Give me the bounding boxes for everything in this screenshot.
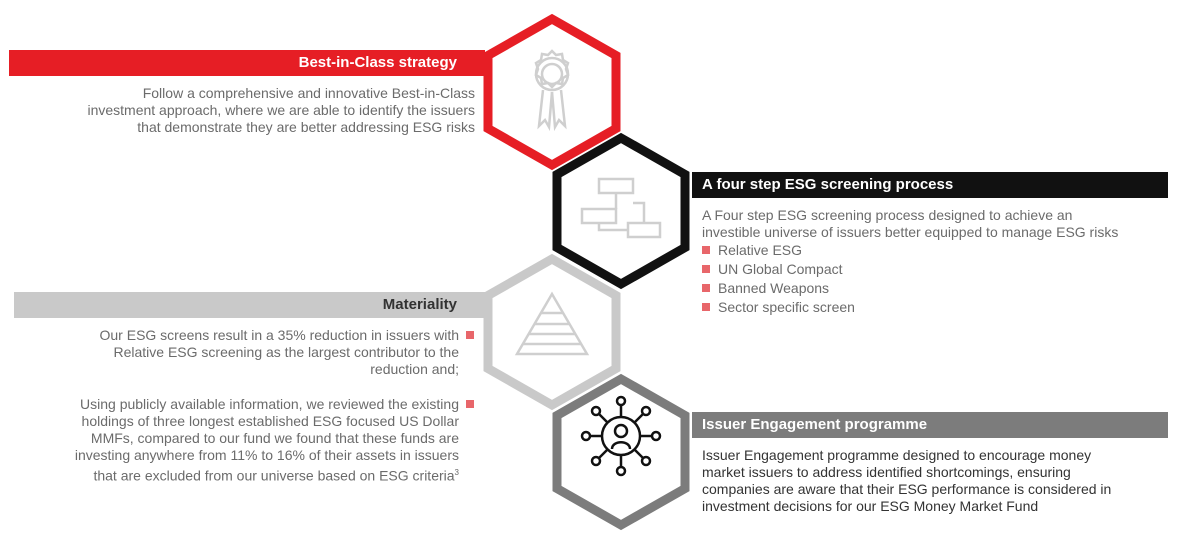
award-ribbon-icon bbox=[534, 49, 570, 132]
text-line: Relative ESG screening as the largest co… bbox=[113, 344, 459, 360]
screening-hexagon bbox=[552, 132, 690, 290]
list-item: Relative ESG bbox=[702, 241, 1172, 260]
materiality-title-bar: Materiality bbox=[14, 292, 485, 318]
text-line: that are excluded from our universe base… bbox=[93, 467, 459, 484]
engagement-hexagon bbox=[552, 373, 690, 531]
materiality-hexagon bbox=[483, 253, 621, 411]
network-person-icon bbox=[580, 395, 662, 477]
best-in-class-title-bar: Best-in-Class strategy bbox=[9, 50, 485, 76]
engagement-title: Issuer Engagement programme bbox=[702, 416, 928, 433]
list-item: Banned Weapons bbox=[702, 279, 1172, 298]
text-line: investing anywhere from 11% to 16% of th… bbox=[74, 447, 459, 463]
materiality-point-2: Using publicly available information, we… bbox=[0, 396, 459, 485]
materiality-bullet-1 bbox=[466, 331, 474, 339]
screening-title-bar: A four step ESG screening process bbox=[692, 172, 1168, 198]
text-line: Our ESG screens result in a 35% reductio… bbox=[99, 327, 460, 343]
screening-title: A four step ESG screening process bbox=[702, 176, 954, 193]
text-line: holdings of three longest established ES… bbox=[81, 413, 459, 429]
pyramid-icon bbox=[514, 291, 590, 356]
text-line: companies are aware that their ESG perfo… bbox=[702, 481, 1112, 497]
best-in-class-title: Best-in-Class strategy bbox=[298, 54, 457, 71]
text-line: A Four step ESG screening process design… bbox=[702, 207, 1073, 223]
text-line: investment decisions for our ESG Money M… bbox=[702, 498, 1039, 514]
best-in-class-description: Follow a comprehensive and innovative Be… bbox=[15, 85, 475, 136]
screening-description: A Four step ESG screening process design… bbox=[702, 207, 1172, 317]
engagement-title-bar: Issuer Engagement programme bbox=[692, 412, 1168, 438]
text-line: that demonstrate they are better address… bbox=[137, 119, 475, 135]
text-line: investible universe of issuers better eq… bbox=[702, 224, 1119, 240]
materiality-bullet-2 bbox=[466, 400, 474, 408]
text-line: market issuers to address identified sho… bbox=[702, 464, 1071, 480]
text-line: Follow a comprehensive and innovative Be… bbox=[142, 85, 475, 101]
best-in-class-hexagon bbox=[483, 13, 621, 171]
text-line: investment approach, where we are able t… bbox=[87, 102, 475, 118]
text-line: Using publicly available information, we… bbox=[80, 396, 459, 412]
materiality-point-1: Our ESG screens result in a 35% reductio… bbox=[19, 327, 460, 378]
text-line: MMFs, compared to our fund we found that… bbox=[90, 430, 459, 446]
list-item: UN Global Compact bbox=[702, 260, 1172, 279]
list-item: Sector specific screen bbox=[702, 298, 1172, 317]
flowchart-icon bbox=[580, 177, 662, 239]
footnote-marker: 3 bbox=[454, 468, 459, 477]
screening-bullet-list: Relative ESG UN Global Compact Banned We… bbox=[702, 241, 1172, 317]
text-line: reduction and; bbox=[370, 361, 459, 377]
text-line: Issuer Engagement programme designed to … bbox=[702, 447, 1092, 463]
engagement-description: Issuer Engagement programme designed to … bbox=[702, 447, 1172, 515]
materiality-title: Materiality bbox=[382, 296, 457, 313]
